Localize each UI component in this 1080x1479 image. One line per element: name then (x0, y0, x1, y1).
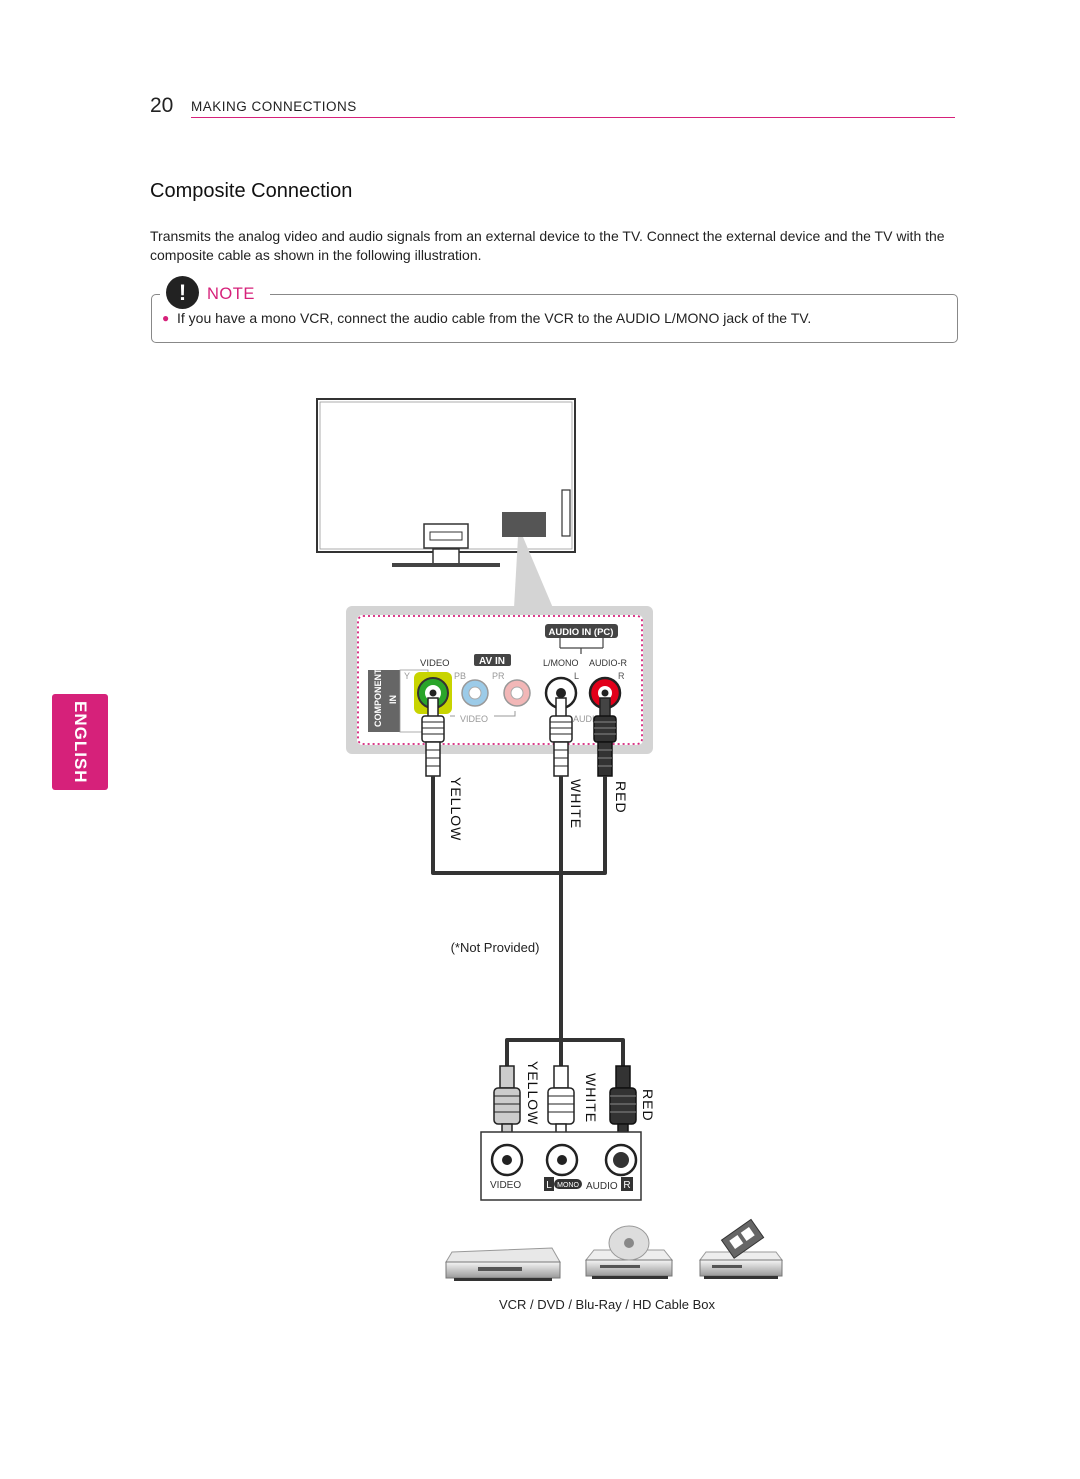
tv-illustration (316, 398, 576, 567)
device-l-label: L (546, 1180, 552, 1191)
device-audio-label: AUDIO (586, 1181, 618, 1192)
video-label: VIDEO (420, 658, 450, 669)
note-box (151, 294, 958, 343)
l-mono-label: L/MONO (543, 658, 579, 668)
language-tab-label: ENGLISH (71, 700, 90, 784)
video-sub-label: VIDEO (460, 714, 488, 724)
cable-label-yellow-bottom: YELLOW (525, 1061, 541, 1125)
pb-label: PB (454, 671, 466, 681)
language-tab (52, 694, 108, 790)
dvd-device-icon (584, 1225, 674, 1279)
bullet-icon: ● (162, 311, 170, 325)
device-jack-panel: VIDEO L MONO AUDIO R (480, 1131, 642, 1201)
not-provided-label: (*Not Provided) (451, 940, 540, 955)
av-in-label: AV IN (479, 656, 505, 667)
device-side-plugs (493, 1065, 637, 1143)
cable-label-red-top: RED (613, 781, 629, 814)
intro-paragraph: Transmits the analog video and audio sig… (150, 228, 945, 263)
cable-box-device-icon (699, 1218, 783, 1279)
cable-label-white-top: WHITE (568, 779, 584, 829)
header-rule (191, 117, 955, 118)
vcr-device-icon (445, 1247, 561, 1281)
note-item: If you have a mono VCR, connect the audi… (177, 310, 812, 326)
in-label: IN (388, 695, 398, 704)
note-label: NOTE (207, 285, 255, 303)
component-label: COMPONENT (373, 668, 383, 727)
page-title: Composite Connection (150, 180, 353, 202)
cable-label-white-bottom: WHITE (583, 1073, 599, 1123)
r-label: R (618, 671, 625, 681)
exclamation-icon: ! (166, 276, 199, 309)
y-label: Y (404, 671, 410, 681)
audio-r-label: AUDIO-R (589, 658, 628, 668)
l-label: L (574, 671, 579, 681)
cable-label-red-bottom: RED (640, 1089, 656, 1122)
audio-in-pc-label: AUDIO IN (PC) (549, 627, 614, 638)
devices-caption: VCR / DVD / Blu-Ray / HD Cable Box (499, 1297, 716, 1312)
audio-sub-label: AUDIO (573, 714, 602, 724)
device-r-label: R (623, 1180, 630, 1191)
cable-label-yellow-top: YELLOW (448, 777, 464, 841)
tv-side-plugs (421, 697, 617, 777)
pr-label: PR (492, 671, 505, 681)
device-mono-label: MONO (557, 1182, 579, 1189)
page-number: 20 (150, 94, 174, 117)
device-video-label: VIDEO (490, 1180, 521, 1191)
section-heading: MAKING CONNECTIONS (191, 99, 357, 114)
